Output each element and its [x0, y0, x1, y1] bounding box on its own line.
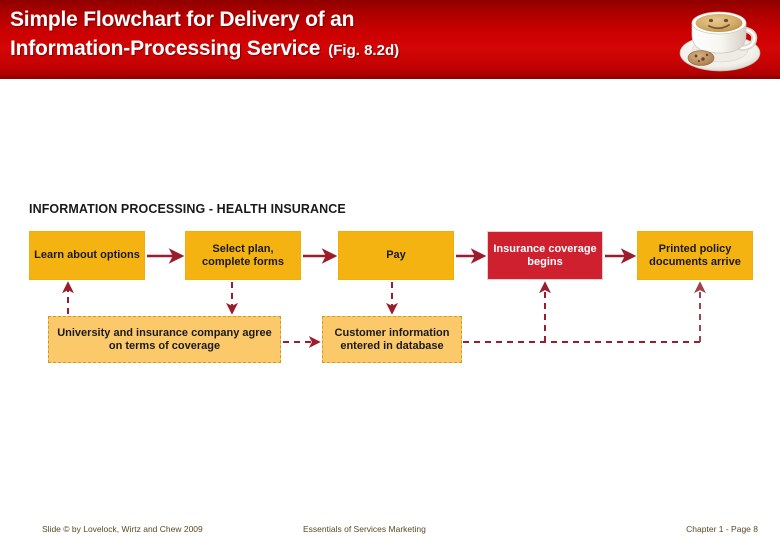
flow-node-printed-policy-documents-arrive[interactable]: Printed policy documents arrive	[637, 231, 753, 280]
flow-node-pay[interactable]: Pay	[338, 231, 454, 280]
title-line-1: Simple Flowchart for Delivery of an	[10, 8, 355, 31]
figure-reference: (Fig. 8.2d)	[328, 42, 400, 59]
flow-node-insurance-coverage-begins[interactable]: Insurance coverage begins	[487, 231, 603, 280]
flow-node-select-plan[interactable]: Select plan, complete forms	[185, 231, 301, 280]
slide-header: Simple Flowchart for Delivery of an Info…	[0, 0, 780, 79]
footer-copyright: Slide © by Lovelock, Wirtz and Chew 2009	[42, 524, 203, 534]
footer-page-number: Chapter 1 - Page 8	[686, 524, 758, 534]
page-title: Simple Flowchart for Delivery of an Info…	[10, 5, 660, 65]
title-line-2: Information-Processing Service (Fig. 8.2…	[10, 34, 660, 65]
flow-node-learn-about-options[interactable]: Learn about options	[29, 231, 145, 280]
flowchart-figure: INFORMATION PROCESSING - HEALTH INSURANC…	[0, 190, 780, 380]
footer-book-title: Essentials of Services Marketing	[303, 524, 426, 534]
title-line-2-text: Information-Processing Service	[10, 37, 321, 60]
flow-node-university-agreement[interactable]: University and insurance company agree o…	[48, 316, 281, 363]
slide-footer: Slide © by Lovelock, Wirtz and Chew 2009…	[0, 505, 780, 540]
flow-node-customer-information[interactable]: Customer information entered in database	[322, 316, 462, 363]
coffee-cup-icon	[679, 11, 761, 72]
figure-title: INFORMATION PROCESSING - HEALTH INSURANC…	[29, 202, 346, 216]
